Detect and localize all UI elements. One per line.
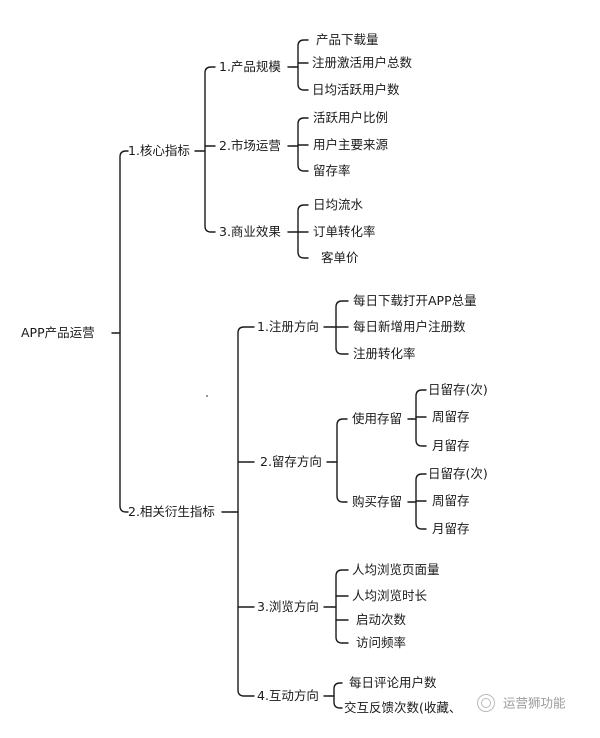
leaf-daily-revenue: 日均流水: [313, 197, 364, 212]
watermark-text: 运营狮功能: [503, 695, 566, 711]
leaf-visit-frequency: 访问频率: [356, 635, 407, 650]
branch-derived-metrics: 2.相关衍生指标: [128, 504, 215, 519]
leaf-purchase-weekly-retention: 周留存: [432, 493, 470, 508]
node-business-effect: 3.商业效果: [219, 224, 281, 239]
leaf-usage-weekly-retention: 周留存: [432, 409, 470, 424]
leaf-daily-open-total: 每日下载打开APP总量: [353, 293, 477, 308]
bracket-root-spine: [119, 150, 129, 513]
leaf-purchase-monthly-retention: 月留存: [432, 521, 470, 536]
node-interaction: 4.互动方向: [257, 688, 319, 703]
leaf-pages-per-user: 人均浏览页面量: [352, 562, 440, 577]
node-registration: 1.注册方向: [257, 319, 319, 334]
leaf-usage-monthly-retention: 月留存: [432, 438, 470, 453]
chat-icon: [477, 694, 495, 712]
node-browsing: 3.浏览方向: [257, 599, 319, 614]
node-product-scale: 1.产品规模: [219, 59, 281, 74]
leaf-order-conversion: 订单转化率: [313, 224, 376, 239]
bracket-interaction-spine: [333, 682, 343, 709]
leaf-user-source: 用户主要来源: [313, 137, 389, 152]
leaf-active-ratio: 活跃用户比例: [313, 110, 389, 125]
leaf-avg-order-value: 客单价: [321, 250, 359, 265]
leaf-purchase-daily-retention: 日留存(次): [428, 466, 488, 481]
bracket-core-spine: [204, 66, 216, 233]
leaf-registration-conversion: 注册转化率: [353, 346, 416, 361]
bracket-scale-spine: [297, 39, 309, 91]
bracket-browsing-spine: [335, 569, 349, 644]
leaf-registered-users: 注册激活用户总数: [312, 55, 413, 70]
leaf-daily-commenters: 每日评论用户数: [349, 675, 437, 690]
stray-dot: [206, 395, 208, 397]
bracket-usage-spine: [415, 389, 427, 447]
node-purchase-retention: 购买存留: [352, 494, 403, 509]
bracket-retention-spine: [336, 418, 348, 503]
leaf-retention-rate: 留存率: [313, 163, 351, 178]
leaf-launch-count: 启动次数: [356, 612, 407, 627]
bracket-derived-spine: [237, 326, 255, 697]
root-node: APP产品运营: [21, 325, 95, 340]
leaf-daily-active-users: 日均活跃用户数: [312, 82, 400, 97]
leaf-usage-daily-retention: 日留存(次): [428, 382, 488, 397]
node-usage-retention: 使用存留: [352, 411, 403, 426]
node-retention: 2.留存方向: [260, 454, 322, 469]
leaf-daily-new-registrations: 每日新增用户注册数: [353, 319, 466, 334]
leaf-download-count: 产品下载量: [316, 32, 379, 47]
node-market-operation: 2.市场运营: [219, 138, 281, 153]
leaf-interaction-feedback: 交互反馈次数(收藏、: [344, 700, 462, 715]
leaf-time-per-user: 人均浏览时长: [352, 588, 428, 603]
branch-core-metrics: 1.核心指标: [128, 143, 190, 158]
